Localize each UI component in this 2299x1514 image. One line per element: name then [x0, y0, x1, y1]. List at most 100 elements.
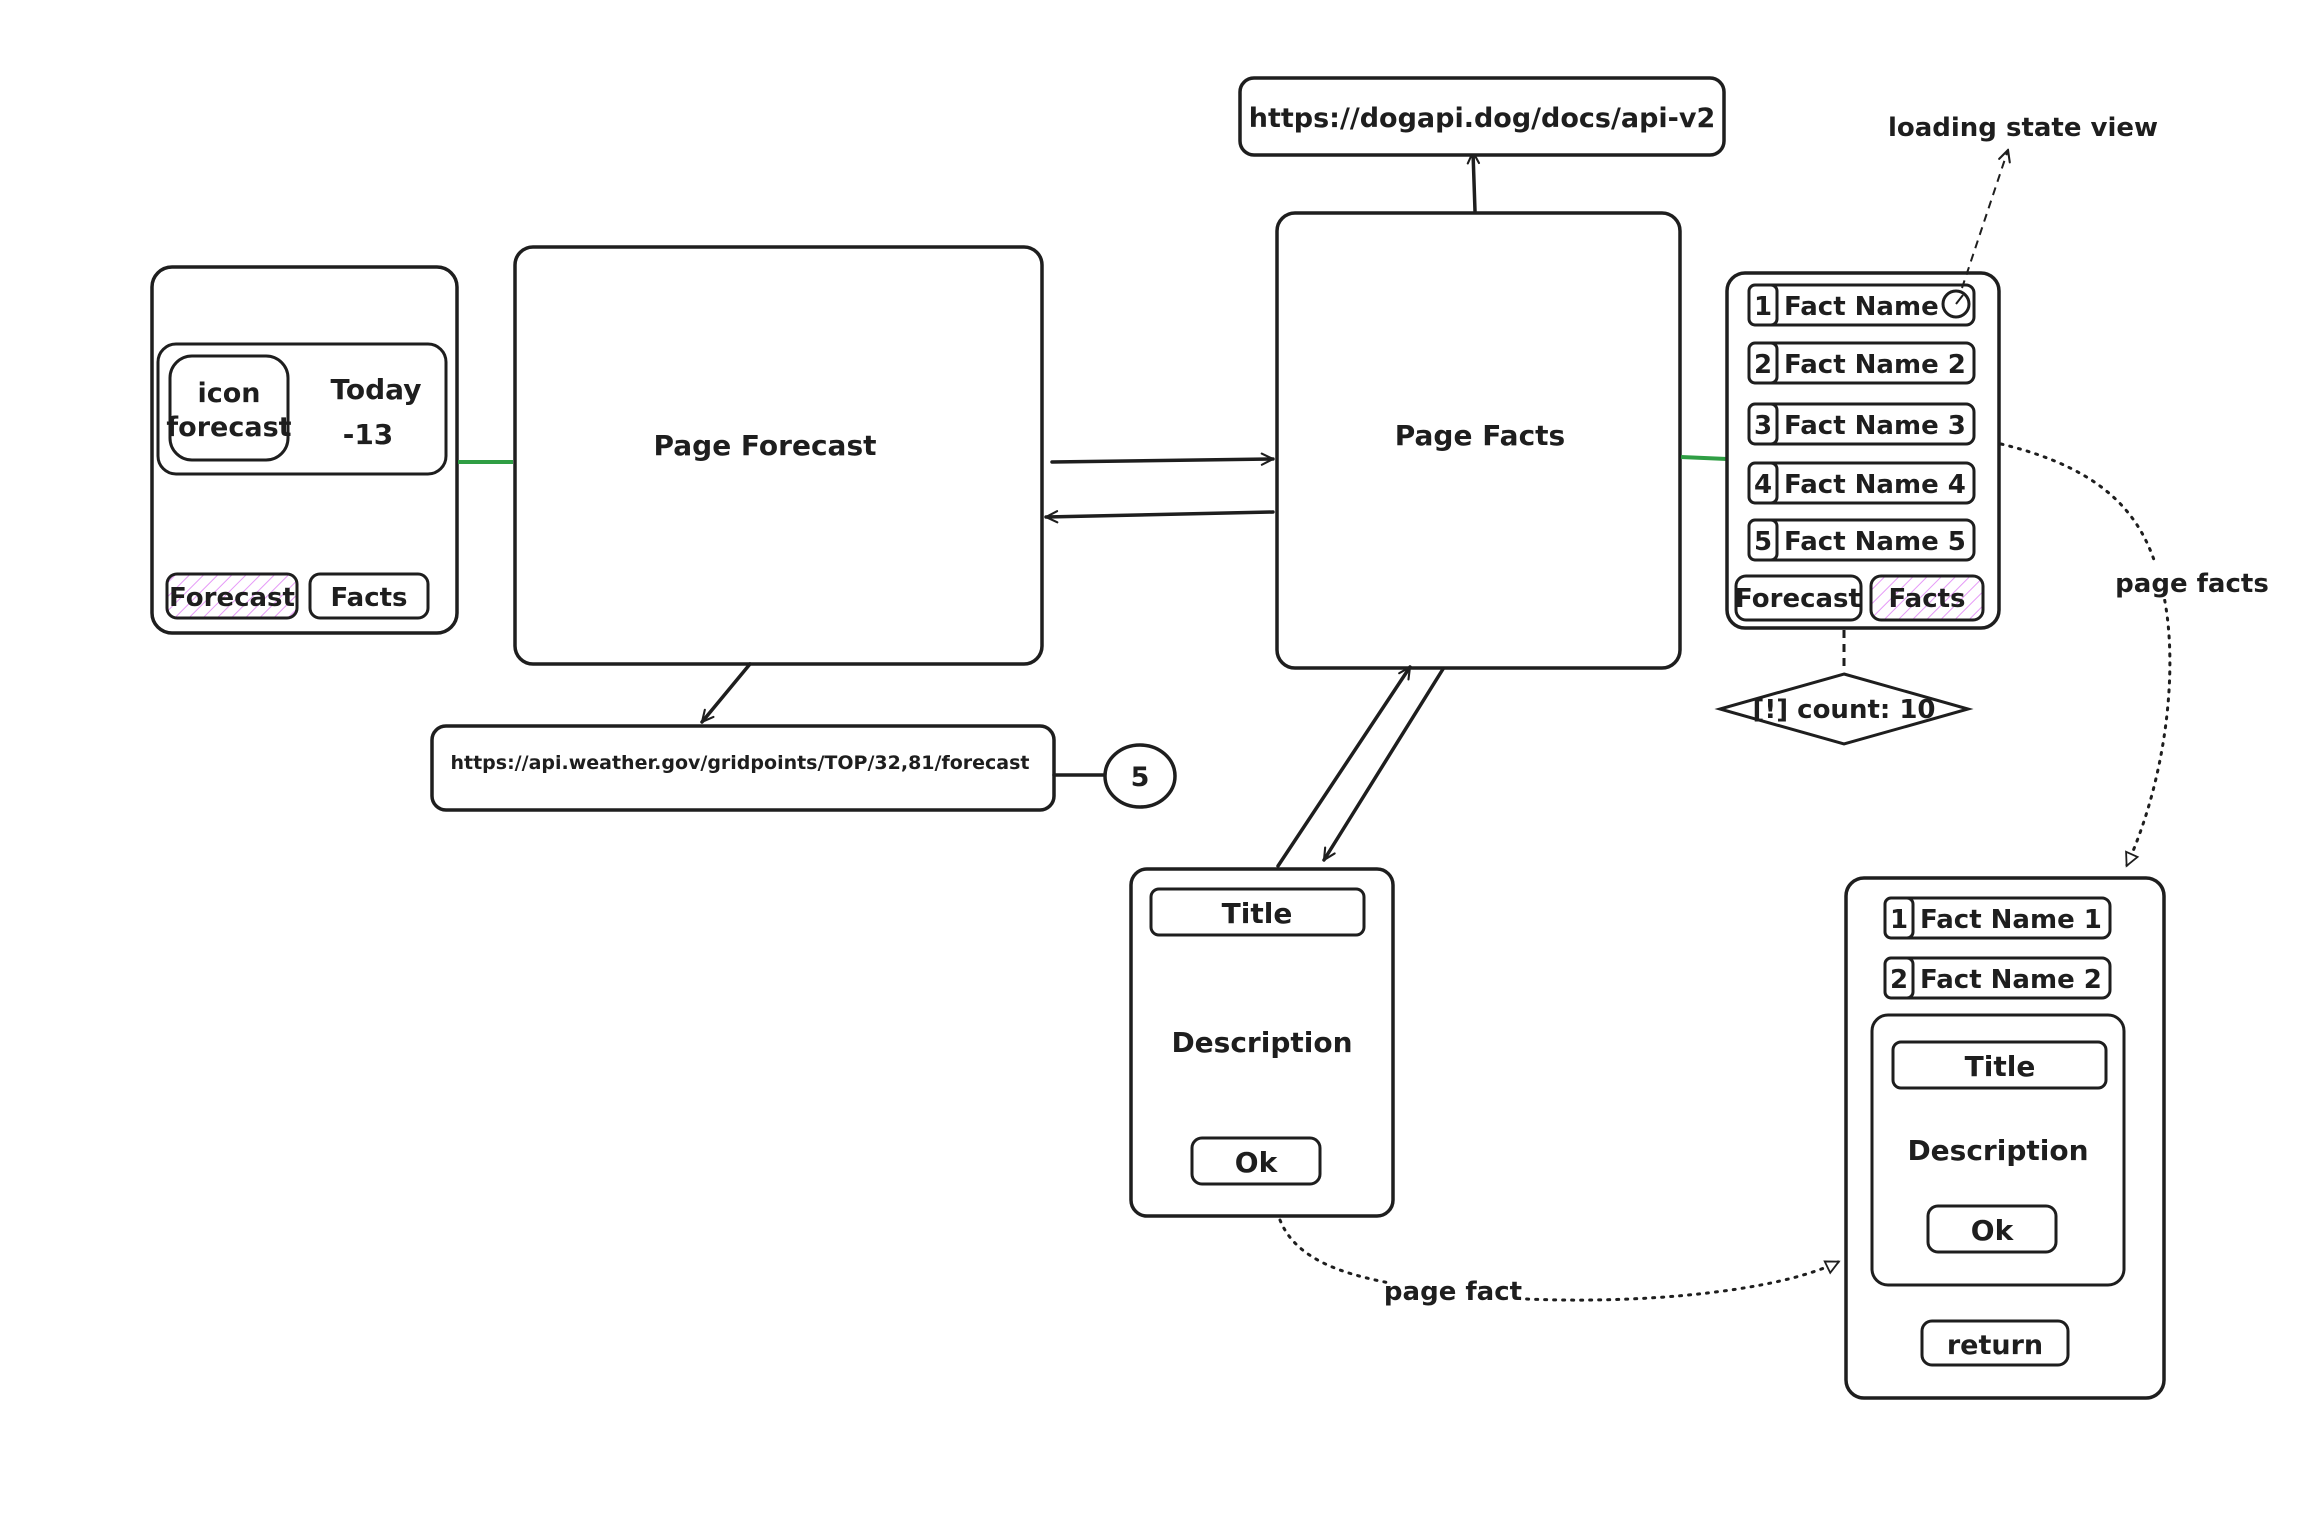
facts-phone-connector: [1680, 455, 1728, 461]
forecast-api-badge-circle: [1103, 743, 1177, 809]
detail-fact-item-2-name: Fact Name 2: [1920, 965, 2102, 995]
facts-tab-facts-active-label: Facts: [1888, 584, 1965, 614]
fact-item-5-num: 5: [1754, 527, 1772, 557]
forecast-icon-label-1: icon: [197, 378, 260, 409]
facts-tab-facts-active-bg: [1869, 574, 1985, 622]
detail-fact-item-1-num: 1: [1890, 905, 1908, 935]
page-facts-label: Page Facts: [1395, 419, 1565, 452]
tab-facts-bg: [308, 572, 430, 620]
page-fact-label-bg: [1390, 1271, 1520, 1307]
detail-fact-item-2-num: 2: [1890, 965, 1908, 995]
tab-forecast-active[interactable]: Forecast: [165, 572, 299, 620]
page-fact-flow-arrow: [1278, 1218, 1841, 1302]
forecast-to-facts-arrow: [1050, 459, 1275, 462]
detail-dialog-description: Description: [1907, 1134, 2088, 1167]
return-button[interactable]: return: [1920, 1319, 2070, 1367]
fact-dialog-title: Title: [1222, 897, 1293, 930]
dialog-to-facts-arrow: [1276, 667, 1412, 868]
facts-tab-forecast-bg: [1734, 574, 1863, 622]
fact-dialog-mockup: Title Description Ok: [1129, 867, 1395, 1218]
page-forecast-label: Page Forecast: [653, 429, 876, 462]
dog-api-box: [1238, 76, 1726, 157]
fact-item-2-num: 2: [1754, 350, 1772, 380]
loading-spinner-icon: [1941, 289, 1971, 319]
fact-item-3-num: 3: [1754, 411, 1772, 441]
forecast-temp-label: -13: [343, 418, 394, 451]
page-forecast-box: [513, 245, 1044, 666]
facts-phone-mockup: 1 Fact Name 1 2 Fact Name 2 3 Fact Name …: [1725, 271, 2001, 630]
fact-item-5[interactable]: 5 Fact Name 5: [1747, 518, 1976, 562]
detail-fact-item-2-num-box: [1883, 956, 1915, 1000]
fact-item-1[interactable]: 1 Fact Name 1: [1747, 283, 1976, 327]
facts-tab-forecast[interactable]: Forecast: [1734, 574, 1863, 622]
page-facts-flow-label: page facts: [2115, 569, 2269, 599]
detail-fact-item-2[interactable]: 2 Fact Name 2: [1883, 956, 2112, 1000]
detail-fact-item-1-name: Fact Name 1: [1920, 905, 2102, 935]
tab-forecast-active-label: Forecast: [169, 583, 295, 613]
detail-dialog-ok-label: Ok: [1971, 1214, 2015, 1247]
return-button-label: return: [1947, 1330, 2043, 1361]
page-facts-box: [1275, 211, 1682, 670]
forecast-phone-mockup: icon forecast Today -13 Forecast Facts: [150, 265, 459, 635]
count-badge-label: [!] count: 10: [1752, 695, 1935, 725]
count-badge-shape: [1714, 672, 1974, 746]
fact-dialog-ok-label: Ok: [1235, 1146, 1279, 1179]
fact-item-4-num-box: [1747, 461, 1779, 505]
tab-facts-label: Facts: [330, 583, 407, 613]
fact-dialog-ok-button[interactable]: Ok: [1190, 1136, 1322, 1186]
fact-item-1-num: 1: [1754, 292, 1772, 322]
detail-dialog-title: Title: [1965, 1050, 2036, 1083]
facts-to-dialog-arrow: [1322, 667, 1445, 860]
fact-item-1-num-box: [1747, 283, 1779, 327]
facts-tab-forecast-label: Forecast: [1735, 584, 1861, 614]
loading-state-label: loading state view: [1888, 113, 2158, 143]
tab-forecast-active-bg: [165, 572, 299, 620]
dog-api-node[interactable]: https://dogapi.dog/docs/api-v2: [1238, 76, 1726, 157]
fact-item-4[interactable]: 4 Fact Name 4: [1747, 461, 1976, 505]
detail-fact-item-1[interactable]: 1 Fact Name 1: [1883, 896, 2112, 940]
count-badge: [!] count: 10: [1714, 672, 1974, 746]
fact-item-4-num: 4: [1754, 470, 1772, 500]
facts-tab-facts-active[interactable]: Facts: [1869, 574, 1985, 622]
fact-item-2[interactable]: 2 Fact Name 2: [1747, 341, 1976, 385]
dog-api-url: https://dogapi.dog/docs/api-v2: [1249, 103, 1716, 134]
fact-dialog-frame: [1129, 867, 1395, 1218]
facts-to-dogapi-arrow: [1473, 150, 1475, 213]
page-facts-label-bg: [2122, 563, 2262, 599]
detail-dialog-title-box: [1891, 1040, 2108, 1090]
detail-dialog-ok-bg: [1926, 1204, 2058, 1254]
fact-item-2-num-box: [1747, 341, 1779, 385]
forecast-api-badge-value: 5: [1131, 762, 1150, 793]
return-button-bg: [1920, 1319, 2070, 1367]
page-forecast-node[interactable]: Page Forecast: [513, 245, 1044, 666]
tab-facts[interactable]: Facts: [308, 572, 430, 620]
detail-phone-mockup: 1 Fact Name 1 2 Fact Name 2 Title Descri…: [1844, 876, 2166, 1400]
fact-item-1-name: Fact Name 1: [1784, 292, 1966, 322]
forecast-icon-box: [168, 354, 290, 462]
page-fact-flow-label: page fact: [1384, 1277, 1522, 1307]
forecast-api-box: [430, 724, 1056, 812]
facts-to-forecast-arrow: [1044, 512, 1275, 517]
forecast-to-api-arrow: [700, 662, 752, 722]
fact-item-5-num-box: [1747, 518, 1779, 562]
fact-item-4-name: Fact Name 4: [1784, 470, 1966, 500]
fact-item-3-name: Fact Name 3: [1784, 411, 1966, 441]
fact-dialog-title-box: [1149, 887, 1366, 937]
forecast-api-url: https://api.weather.gov/gridpoints/TOP/3…: [450, 752, 1029, 774]
forecast-api-badge: 5: [1103, 743, 1177, 809]
fact-item-3[interactable]: 3 Fact Name 3: [1747, 402, 1976, 446]
fact-item-3-num-box: [1747, 402, 1779, 446]
page-facts-node[interactable]: Page Facts: [1275, 211, 1682, 670]
loading-spinner-hand: [1955, 294, 1964, 305]
forecast-api-node[interactable]: https://api.weather.gov/gridpoints/TOP/3…: [430, 724, 1056, 812]
fact-item-5-name: Fact Name 5: [1784, 527, 1966, 557]
fact-dialog-description: Description: [1171, 1026, 1352, 1059]
detail-dialog-ok-button[interactable]: Ok: [1926, 1204, 2058, 1254]
page-facts-flow-arrow: [1999, 442, 2172, 868]
detail-fact-item-1-num-box: [1883, 896, 1915, 940]
forecast-day-label: Today: [331, 373, 422, 406]
fact-item-2-name: Fact Name 2: [1784, 350, 1966, 380]
fact-dialog-ok-bg: [1190, 1136, 1322, 1186]
loading-state-arrow: [1961, 150, 2008, 289]
